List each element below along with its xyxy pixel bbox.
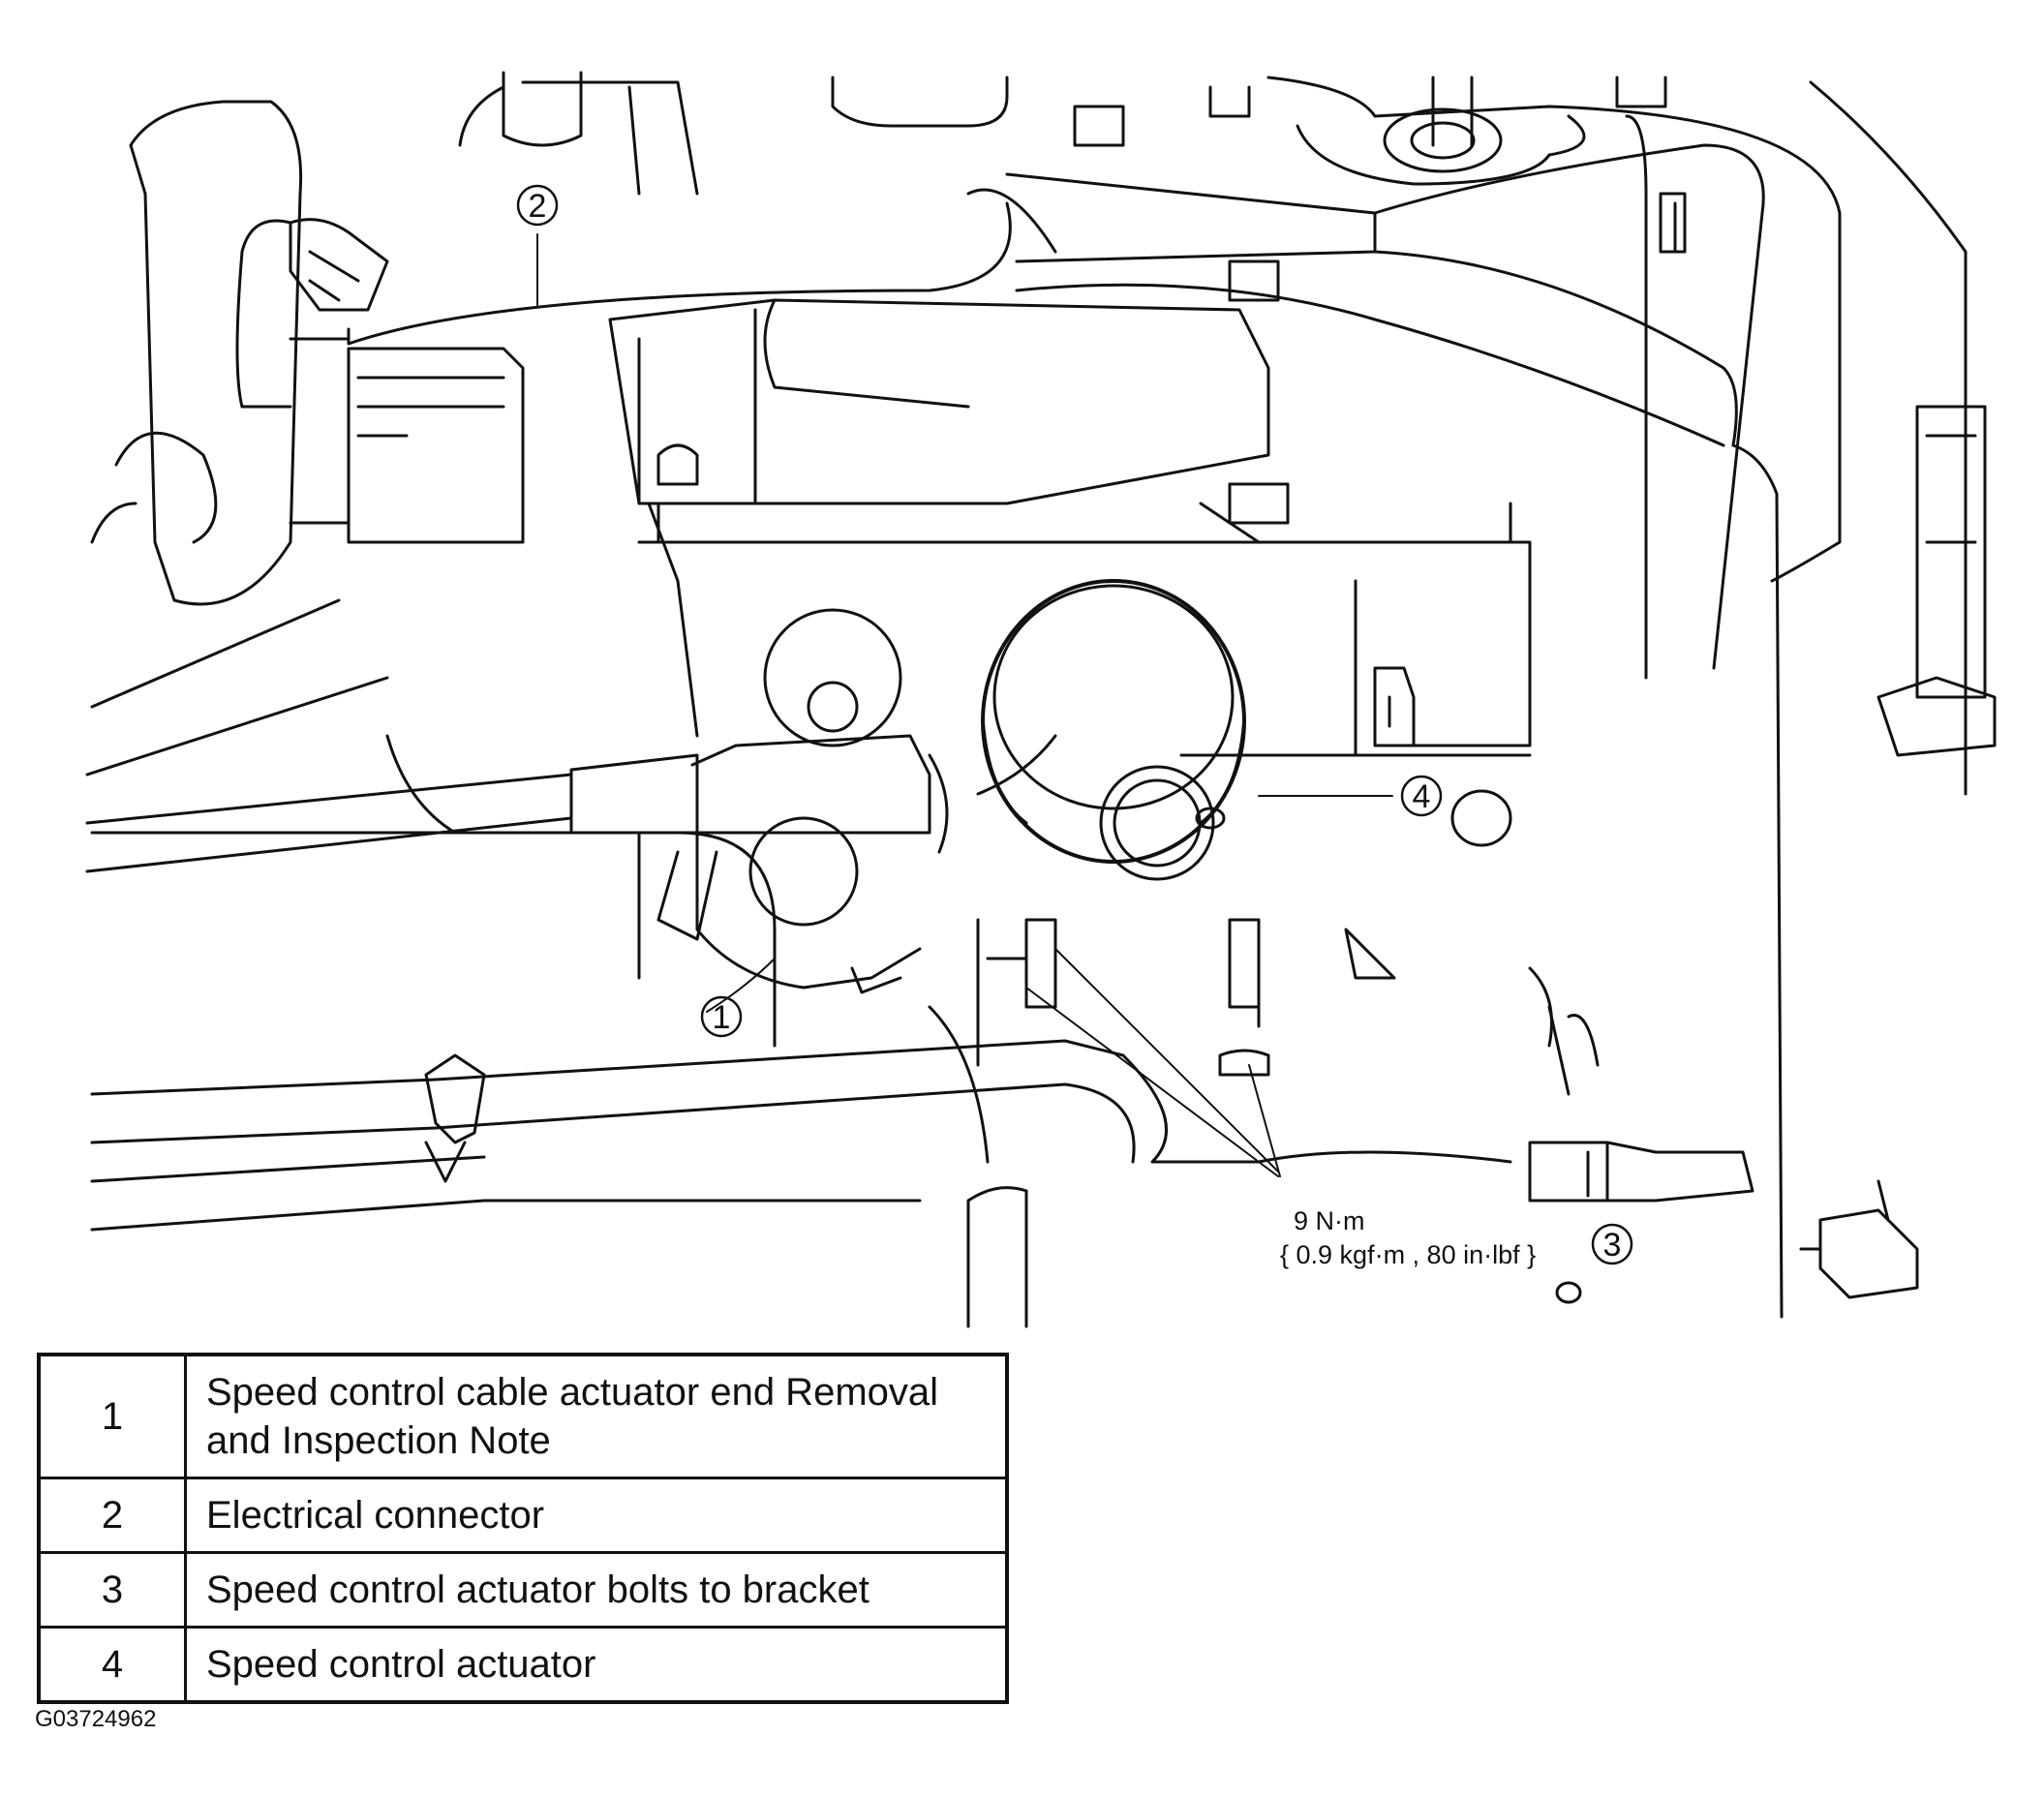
speed-control-actuator-drawing — [608, 259, 1532, 881]
electrical-connector-drawing — [235, 218, 525, 544]
legend-description: Speed control actuator bolts to bracket — [184, 1551, 1009, 1629]
figure-id: G03724962 — [35, 1706, 157, 1732]
callout-2: 2 — [516, 184, 559, 227]
callout-4-number: 4 — [1413, 778, 1431, 815]
leader-lines — [536, 233, 1393, 1177]
legend-description: Speed control cable actuator end Removal… — [184, 1353, 1009, 1479]
engine-compartment-illustration: 1 2 3 4 9 N·m { 0.9 kgf·m , 80 in·lbf } — [85, 71, 1997, 1328]
speed-control-cable-drawing — [85, 734, 1057, 994]
callout-4: 4 — [1400, 775, 1443, 817]
callout-1: 1 — [700, 995, 743, 1038]
upper-hoses — [347, 143, 1765, 670]
torque-spec-conversion: { 0.9 kgf·m , 80 in·lbf } — [1280, 1240, 1536, 1269]
lower-hoses — [90, 918, 1919, 1328]
callout-3: 3 — [1591, 1223, 1633, 1265]
legend-number: 4 — [37, 1626, 187, 1704]
legend-description: Speed control actuator — [184, 1626, 1009, 1704]
callout-2-number: 2 — [529, 188, 547, 225]
legend-number: 3 — [37, 1551, 187, 1629]
tube-assemblies — [1073, 76, 1687, 254]
legend-description: Electrical connector — [184, 1477, 1009, 1554]
legend-row: 2 Electrical connector — [37, 1477, 1009, 1554]
legend-number: 2 — [37, 1477, 187, 1554]
callout-3-number: 3 — [1603, 1227, 1622, 1264]
torque-spec-value: 9 N·m — [1294, 1206, 1365, 1235]
callout-1-number: 1 — [713, 999, 731, 1036]
legend-row: 3 Speed control actuator bolts to bracke… — [37, 1551, 1009, 1629]
legend-row: 1 Speed control cable actuator end Remov… — [37, 1353, 1009, 1479]
legend-table: 1 Speed control cable actuator end Remov… — [37, 1353, 1009, 1704]
legend-number: 1 — [37, 1353, 187, 1479]
legend-row: 4 Speed control actuator — [37, 1626, 1009, 1704]
